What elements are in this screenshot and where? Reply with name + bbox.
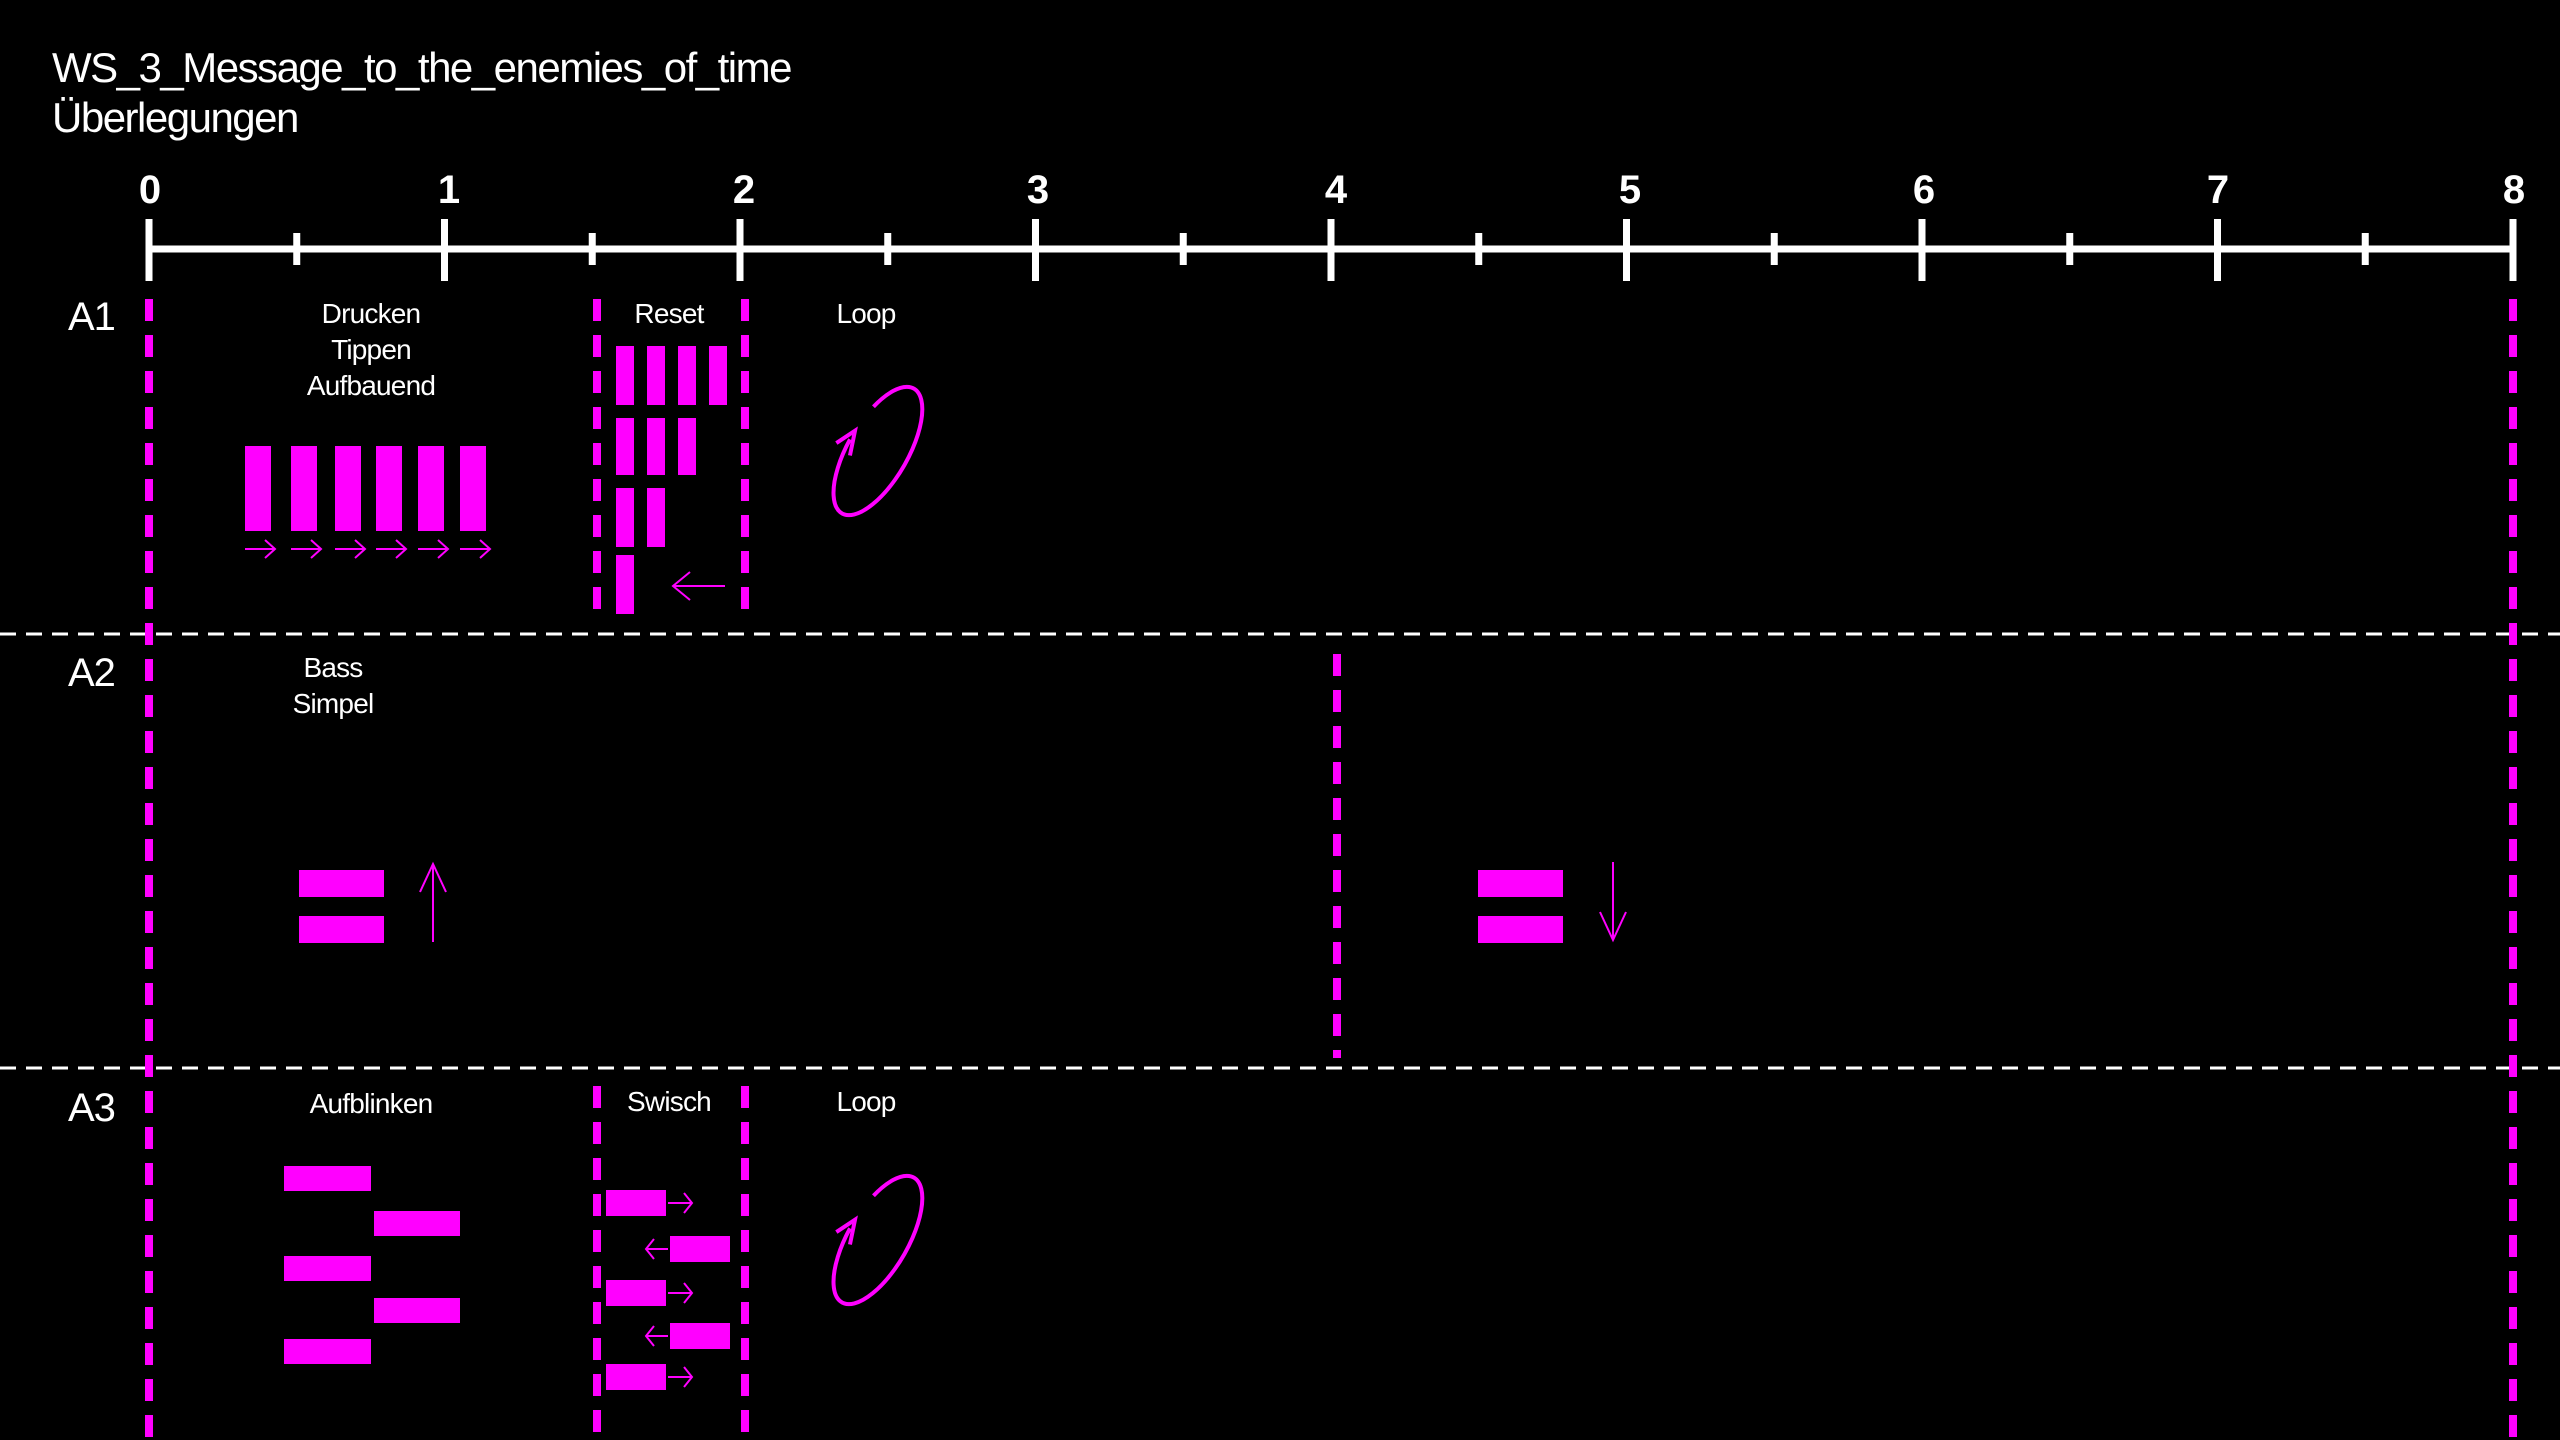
bar xyxy=(709,346,727,405)
row-label-a1: A1 xyxy=(68,295,116,339)
left-arrow-icon xyxy=(644,1325,668,1347)
bar xyxy=(299,916,384,943)
down-arrow-icon xyxy=(1599,862,1627,943)
right-arrow-icon xyxy=(291,539,323,559)
a2-bass-bars-start xyxy=(299,870,384,943)
right-arrow-icon xyxy=(335,539,367,559)
bar xyxy=(291,446,317,531)
a3-blink-bars xyxy=(284,1166,460,1364)
up-arrow-icon xyxy=(419,861,447,942)
right-arrow-icon xyxy=(668,1192,694,1214)
annotation-line: Simpel xyxy=(292,688,375,719)
row-label-a3: A3 xyxy=(68,1086,116,1130)
left-arrow-icon xyxy=(644,1238,668,1260)
a1-reset-annotation: Reset xyxy=(634,298,704,329)
tick-label: 1 xyxy=(437,168,461,212)
right-arrow-icon xyxy=(668,1366,694,1388)
bar xyxy=(616,555,634,614)
bar xyxy=(284,1166,371,1191)
bar xyxy=(616,488,634,547)
row-label-a2: A2 xyxy=(68,651,116,695)
a1-reset-bars xyxy=(616,346,727,614)
bar xyxy=(460,446,486,531)
tick-label: 6 xyxy=(1912,168,1936,212)
right-arrow-icon xyxy=(245,539,277,559)
tick-label: 8 xyxy=(2502,168,2526,212)
bar xyxy=(647,418,665,475)
bar xyxy=(284,1339,371,1364)
left-arrow-icon xyxy=(671,571,725,601)
annotation-line: Aufbauend xyxy=(306,370,436,401)
tick-label: 5 xyxy=(1618,168,1642,212)
bar xyxy=(284,1256,371,1281)
right-arrow-icon xyxy=(668,1282,694,1304)
a3-swish-bars xyxy=(606,1190,730,1390)
a1-loop-annotation: Loop xyxy=(836,298,896,329)
bar xyxy=(616,346,634,405)
bar xyxy=(670,1323,730,1349)
loop-icon xyxy=(831,384,925,518)
timeline-axis xyxy=(145,219,2517,281)
bar xyxy=(606,1364,666,1390)
right-arrow-icon xyxy=(376,539,408,559)
bar xyxy=(678,418,696,475)
loop-icon xyxy=(831,1173,925,1307)
right-arrow-icon xyxy=(418,539,450,559)
bar xyxy=(678,346,696,405)
a2-bass-annotation: Bass Simpel xyxy=(292,650,375,722)
bar xyxy=(616,418,634,475)
annotation-line: Tippen xyxy=(331,334,412,365)
bar xyxy=(374,1211,460,1236)
bar xyxy=(647,488,665,547)
bar xyxy=(374,1298,460,1323)
a3-loop-annotation: Loop xyxy=(836,1086,896,1117)
page-subtitle: Überlegungen xyxy=(52,94,299,141)
a1-build-annotation: Drucken Tippen Aufbauend xyxy=(306,296,436,404)
bar xyxy=(606,1280,666,1306)
a3-swish-annotation: Swisch xyxy=(627,1086,712,1117)
section-markers xyxy=(145,299,2517,1440)
page-title: WS_3_Message_to_the_enemies_of_time xyxy=(52,44,792,91)
bar xyxy=(376,446,402,531)
right-arrow-icon xyxy=(460,539,492,559)
tick-label: 3 xyxy=(1026,168,1050,212)
bar xyxy=(245,446,271,531)
a3-blink-annotation: Aufblinken xyxy=(309,1088,434,1119)
a1-build-bars xyxy=(245,446,486,531)
bar xyxy=(299,870,384,897)
annotation-line: Drucken xyxy=(321,298,421,329)
bar xyxy=(647,346,665,405)
tick-label: 0 xyxy=(138,168,162,212)
bar xyxy=(670,1236,730,1262)
a3-swish-arrows xyxy=(644,1192,694,1388)
a1-build-arrows xyxy=(245,539,492,559)
tick-label: 2 xyxy=(732,168,756,212)
row-separators xyxy=(0,632,2560,1070)
tick-label: 7 xyxy=(2206,168,2230,212)
bar xyxy=(1478,870,1563,897)
bar xyxy=(606,1190,666,1216)
tick-label: 4 xyxy=(1324,168,1348,212)
a2-bass-bars-end xyxy=(1478,870,1563,943)
annotation-line: Bass xyxy=(303,652,363,683)
bar xyxy=(335,446,361,531)
bar xyxy=(418,446,444,531)
bar xyxy=(1478,916,1563,943)
